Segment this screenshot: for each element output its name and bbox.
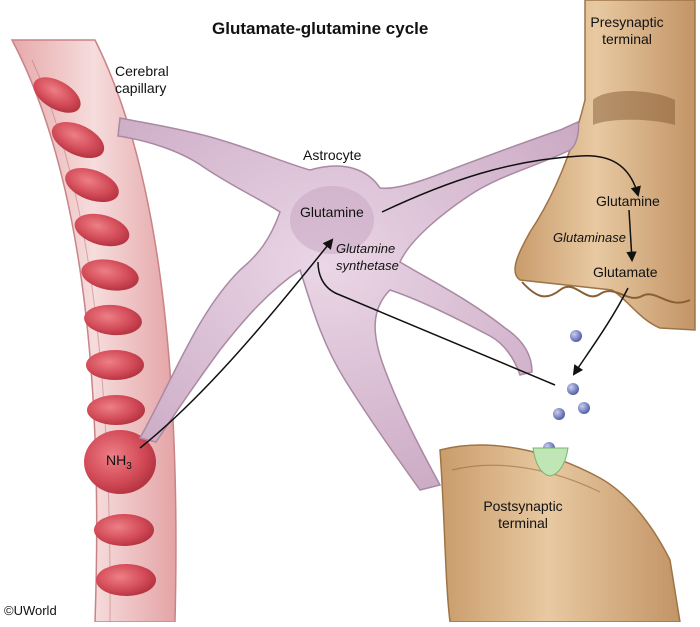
astrocyte-cell [117, 117, 580, 491]
arrow-glutamate-release [572, 287, 629, 376]
red-blood-cells [33, 77, 156, 596]
glutamine-presynaptic-label: Glutamine [596, 193, 660, 209]
postsynaptic-terminal-label: Postsynaptic terminal [483, 498, 563, 531]
arrow-glutamine-to-glutamate [626, 209, 637, 263]
copyright-text: ©UWorld [4, 603, 57, 618]
presynaptic-terminal-label: Presynaptic terminal [590, 14, 664, 47]
postsynaptic-terminal [439, 444, 681, 623]
diagram-title: Glutamate-glutamine cycle [212, 19, 429, 38]
glutamate-label: Glutamate [593, 264, 658, 280]
arrow-glutamine-to-presynaptic [381, 155, 641, 213]
cerebral-capillary-label: Cerebral capillary [115, 63, 169, 96]
presynaptic-terminal [514, 0, 696, 331]
astrocyte-label: Astrocyte [303, 147, 362, 163]
glutamate-molecules [543, 330, 590, 454]
glutamate-receptor [532, 447, 569, 477]
nh3-text: NH [106, 452, 127, 468]
arrow-nh3-to-astrocyte [139, 238, 334, 449]
arrow-glutamate-uptake [317, 261, 556, 386]
nh3-label: NH3 [106, 452, 132, 475]
glutaminase-label: Glutaminase [553, 230, 626, 245]
nh3-subscript: 3 [126, 460, 132, 472]
nh3-red-blood-cell [84, 430, 156, 494]
glutamine-astrocyte-label: Glutamine [300, 204, 364, 220]
glutamine-synthetase-label: Glutamine synthetase [336, 241, 399, 273]
cycle-arrows [139, 155, 641, 449]
